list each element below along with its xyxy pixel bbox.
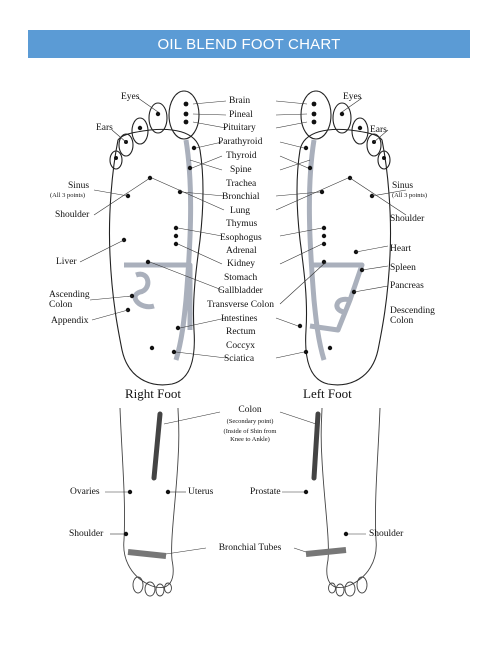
label-left-descending-colon: Descending Colon [390,306,435,326]
left-foot-title: Left Foot [303,386,352,401]
label-spine: Spine [230,165,252,175]
label-left-pancreas: Pancreas [390,281,424,291]
label-lung: Lung [230,206,251,216]
left-spine-band [306,139,327,361]
label-left-sinus: Sinus [392,181,414,191]
label-colon: Colon [238,405,262,415]
label-coccyx: Coccyx [226,341,256,351]
right-leg-outline [119,407,180,588]
label-bronchial-tubes: Bronchial Tubes [218,543,282,553]
label-ovaries: Ovaries [70,487,100,497]
label-right-ears: Ears [96,123,113,133]
label-bronchial: Bronchial [222,192,260,202]
label-gallbladder: Gallbladder [218,286,263,296]
label-parathyroid: Parathyroid [218,137,263,147]
label-pituitary: Pituitary [223,123,256,133]
label-esophogus: Esophogus [220,233,262,243]
label-left-ears: Ears [370,125,387,135]
left-colon-band [309,262,365,333]
left-toe-3 [351,117,369,145]
right-toe-2 [148,102,168,134]
label-thyroid: Thyroid [226,151,257,161]
left-bronchial-band [305,547,347,557]
left-leg-toes [328,576,368,597]
label-right-liver: Liver [56,257,77,267]
label-prostate: Prostate [250,487,281,497]
label-right-sinus: Sinus [68,181,90,191]
label-right-shoulder: Shoulder [55,210,90,220]
right-toe-4 [118,133,134,157]
label-kidney: Kidney [227,259,255,269]
label-colon-note-3: Knee to Ankle) [230,436,270,443]
label-pineal: Pineal [229,110,253,120]
left-leg-outline [320,407,381,588]
label-adrenal: Adrenal [226,246,257,256]
right-toe-5 [109,150,123,170]
left-toe-5 [377,150,391,170]
right-foot-outline [108,128,204,386]
right-colon-band [124,262,193,330]
label-left-shoulder: Shoulder [390,214,425,224]
label-leg-shoulder-right: Shoulder [369,529,404,539]
right-spine-band [173,139,194,361]
label-sciatica: Sciatica [224,354,255,364]
label-stomach: Stomach [224,273,258,283]
right-shin-colon-band [151,411,163,481]
right-leg-toes [132,576,172,597]
label-transverse-colon: Transverse Colon [207,300,274,310]
right-toe-3 [131,117,149,145]
left-toe-2 [332,102,352,134]
page-title: OIL BLEND FOOT CHART [28,30,470,58]
label-intestines: Intestines [221,314,258,324]
right-big-toe [168,90,200,140]
label-left-sinus-note: (All 3 points) [392,192,428,199]
label-colon-note-1: (Secondary point) [226,418,274,425]
label-left-eyes: Eyes [343,92,362,102]
right-bronchial-band [127,549,167,559]
label-brain: Brain [229,96,251,106]
label-right-eyes: Eyes [121,92,140,102]
label-colon-note-2: (Inside of Shin from [223,428,277,435]
label-right-sinus-note: (All 3 points) [50,192,86,199]
label-thymus: Thymus [226,219,258,229]
left-big-toe [300,90,332,140]
label-leg-shoulder-left: Shoulder [69,529,104,539]
left-shin-colon-band [311,411,321,481]
left-foot-outline [296,128,392,386]
label-left-heart: Heart [390,244,412,254]
label-rectum: Rectum [226,327,256,337]
label-left-spleen: Spleen [390,263,416,273]
left-toe-4 [366,133,382,157]
label-right-appendix: Appendix [51,316,89,326]
label-uterus: Uterus [188,487,214,497]
right-foot-title: Right Foot [125,386,181,401]
label-trachea: Trachea [226,179,257,189]
label-right-ascending-colon: Ascending Colon [49,290,90,310]
